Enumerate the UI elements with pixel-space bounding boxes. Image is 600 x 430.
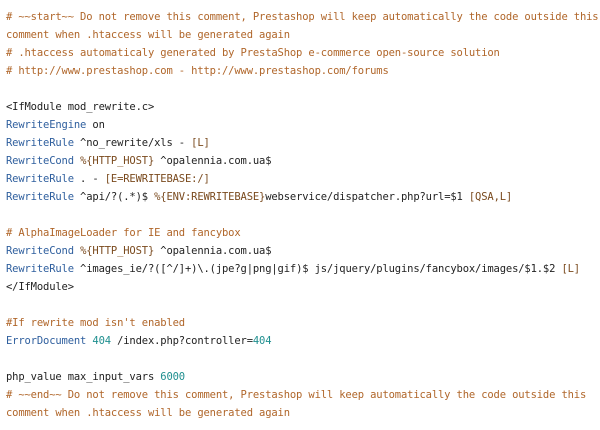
code-token: 404 [92, 335, 111, 347]
code-token: ^api/?(.*)$ [73, 191, 155, 203]
code-token: RewriteCond [6, 155, 74, 167]
code-line [6, 296, 600, 314]
code-line: # .htaccess automaticaly generated by Pr… [6, 44, 600, 62]
code-token: . - [73, 173, 105, 185]
code-token: RewriteRule [6, 137, 74, 149]
code-line: RewriteRule ^images_ie/?([^/]+)\.(jpe?g|… [6, 260, 600, 278]
code-line [6, 350, 600, 368]
code-token: on [86, 119, 105, 131]
code-token: </IfModule> [6, 281, 74, 293]
code-token: # ~~start~~ Do not remove this comment, … [6, 11, 599, 23]
code-line: RewriteRule ^no_rewrite/xls - [L] [6, 134, 600, 152]
code-line: # ~~start~~ Do not remove this comment, … [6, 8, 600, 26]
code-token: comment when .htaccess will be generated… [6, 407, 290, 419]
code-token: # http://www.prestashop.com - http://www… [6, 65, 389, 77]
code-token: #If rewrite mod isn't enabled [6, 317, 185, 329]
code-line: # http://www.prestashop.com - http://www… [6, 62, 600, 80]
code-token: 6000 [160, 371, 185, 383]
code-token: %{ENV:REWRITEBASE} [154, 191, 266, 203]
code-token: webservice/dispatcher.php?url=$1 [265, 191, 469, 203]
code-token: %{HTTP_HOST} [80, 155, 155, 167]
code-token: RewriteEngine [6, 119, 87, 131]
code-token: [L] [191, 137, 210, 149]
code-token: # .htaccess automaticaly generated by Pr… [6, 47, 500, 59]
code-line: # ~~end~~ Do not remove this comment, Pr… [6, 386, 600, 404]
code-token: [E=REWRITEBASE:/] [104, 173, 210, 185]
code-line: comment when .htaccess will be generated… [6, 404, 600, 422]
code-token: ^no_rewrite/xls - [73, 137, 192, 149]
code-line: php_value max_input_vars 6000 [6, 368, 600, 386]
code-token: RewriteRule [6, 173, 74, 185]
code-line: RewriteRule . - [E=REWRITEBASE:/] [6, 170, 600, 188]
code-token: RewriteCond [6, 245, 74, 257]
code-token: ErrorDocument [6, 335, 87, 347]
code-line: RewriteEngine on [6, 116, 600, 134]
code-token: %{HTTP_HOST} [80, 245, 155, 257]
code-token: comment when .htaccess will be generated… [6, 29, 290, 41]
code-line: RewriteCond %{HTTP_HOST} ^opalennia.com.… [6, 152, 600, 170]
code-token: ^opalennia.com.ua$ [154, 155, 272, 167]
code-token: [L] [561, 263, 580, 275]
code-line [6, 206, 600, 224]
code-line: #If rewrite mod isn't enabled [6, 314, 600, 332]
code-token: <IfModule mod_rewrite.c> [6, 101, 155, 113]
code-line [6, 80, 600, 98]
code-token: RewriteRule [6, 191, 74, 203]
code-line: </IfModule> [6, 278, 600, 296]
code-token: [QSA,L] [468, 191, 513, 203]
code-line: comment when .htaccess will be generated… [6, 26, 600, 44]
code-line: RewriteRule ^api/?(.*)$ %{ENV:REWRITEBAS… [6, 188, 600, 206]
code-line: # AlphaImageLoader for IE and fancybox [6, 224, 600, 242]
code-token: ^opalennia.com.ua$ [154, 245, 272, 257]
code-token: /index.php?controller= [110, 335, 253, 347]
code-token: RewriteRule [6, 263, 74, 275]
code-token: ^images_ie/?([^/]+)\.(jpe?g|png|gif)$ js… [73, 263, 562, 275]
code-token: 404 [252, 335, 272, 347]
code-line: <IfModule mod_rewrite.c> [6, 98, 600, 116]
code-line: ErrorDocument 404 /index.php?controller=… [6, 332, 600, 350]
code-token: # AlphaImageLoader for IE and fancybox [6, 227, 241, 239]
code-line: RewriteCond %{HTTP_HOST} ^opalennia.com.… [6, 242, 600, 260]
code-token: # ~~end~~ Do not remove this comment, Pr… [6, 389, 587, 401]
code-token: php_value max_input_vars [6, 371, 161, 383]
